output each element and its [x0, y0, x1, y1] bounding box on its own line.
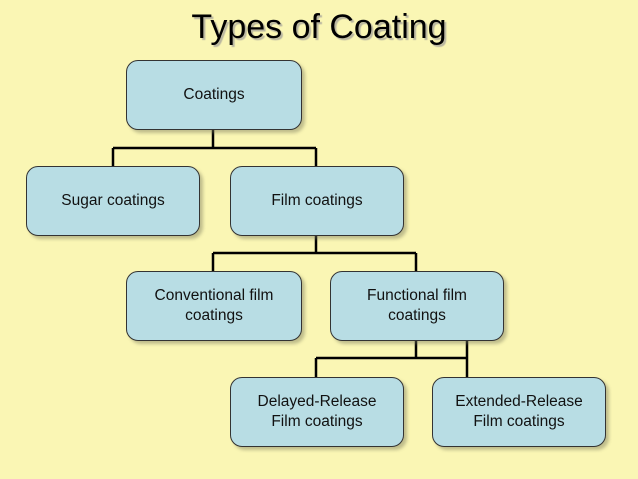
node-film-coatings: Film coatings	[230, 166, 404, 236]
node-delayed-release-film-coatings-label: Delayed-Release Film coatings	[257, 393, 377, 430]
diagram-title: Types of Coating	[191, 8, 447, 46]
node-coatings: Coatings	[126, 60, 302, 130]
node-film-coatings-label: Film coatings	[271, 192, 363, 209]
connector-root	[111, 130, 318, 166]
node-coatings-label: Coatings	[183, 86, 245, 103]
node-conventional-film-coatings: Conventional film coatings	[126, 271, 302, 341]
node-delayed-release-film-coatings: Delayed-Release Film coatings	[230, 377, 404, 447]
node-functional-film-coatings: Functional film coatings	[330, 271, 504, 341]
node-extended-release-film-coatings: Extended-Release Film coatings	[432, 377, 606, 447]
node-extended-release-film-coatings-label: Extended-Release Film coatings	[455, 393, 583, 430]
node-functional-film-coatings-label: Functional film coatings	[367, 287, 467, 324]
connector-functional	[314, 341, 469, 377]
connector-film	[211, 236, 418, 271]
node-sugar-coatings-label: Sugar coatings	[61, 192, 165, 209]
node-conventional-film-coatings-label: Conventional film coatings	[154, 287, 274, 324]
node-sugar-coatings: Sugar coatings	[26, 166, 200, 236]
